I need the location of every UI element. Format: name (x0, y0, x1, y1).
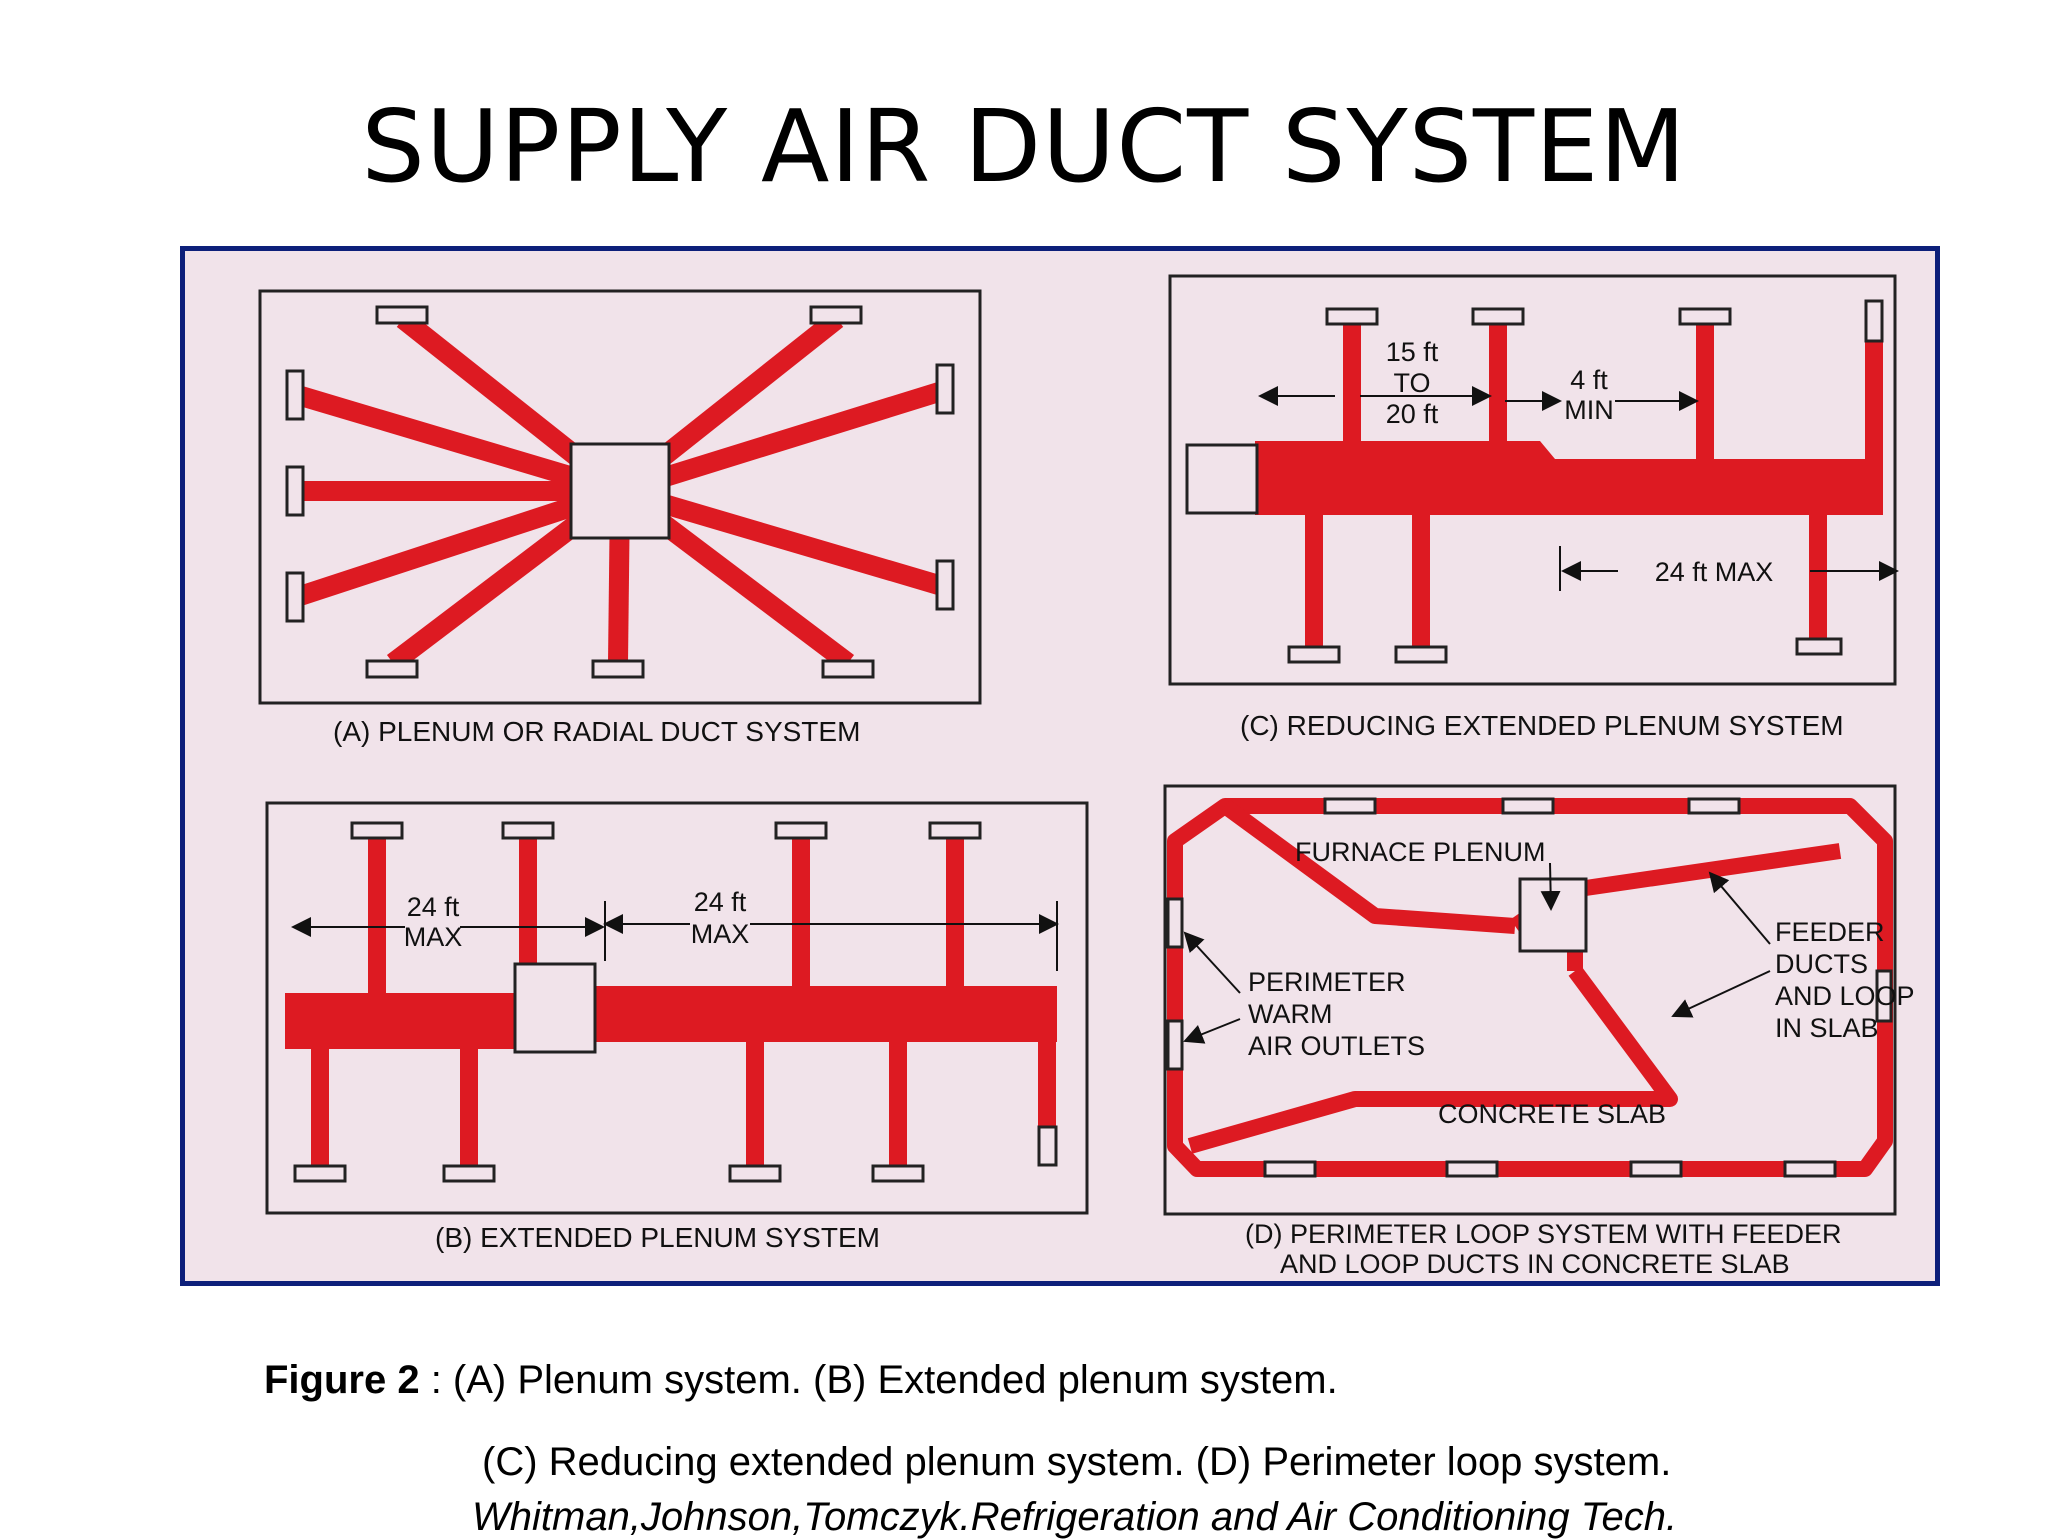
panel-c-dimensions (1258, 386, 1899, 591)
panel-c-furnace-box (1185, 443, 1259, 515)
panel-d-feeder-line4: IN SLAB (1775, 1013, 1879, 1043)
panel-b-right-trunk (595, 986, 1057, 1042)
panel-d-label-line1: (D) PERIMETER LOOP SYSTEM WITH FEEDER (1245, 1219, 1842, 1249)
panel-b-branches (311, 836, 1056, 1169)
panel-d-feeder-line2: DUCTS (1775, 949, 1868, 979)
panel-d-perimeter-line3: AIR OUTLETS (1248, 1031, 1425, 1061)
panel-c-trunk (1255, 441, 1883, 515)
panel-c-branches (1305, 317, 1883, 649)
page-title: SUPPLY AIR DUCT SYSTEM (361, 88, 1687, 205)
panel-b-left-trunk (285, 993, 515, 1049)
panel-d-feeder-line3: AND LOOP (1775, 981, 1915, 1011)
panel-d-furnace-box (1518, 877, 1588, 953)
panel-d-perimeter-loop: FURNACE PLENUM PERIMETER WARM AIR OUTLET… (1163, 784, 1915, 1279)
panel-a-border (258, 289, 982, 705)
panel-c-spacing-line2: TO (1393, 368, 1430, 398)
panel-c-max-label: 24 ft MAX (1655, 557, 1774, 587)
panel-c-outlets (1287, 299, 1884, 664)
panel-b-border (265, 801, 1089, 1215)
panel-b-extended-plenum: 24 ft MAX 24 ft MAX (B) EXTENDED PLENUM … (265, 801, 1089, 1253)
panel-b-dim-left-line2: MAX (404, 922, 463, 952)
panel-d-perimeter-line2: WARM (1248, 999, 1332, 1029)
panel-c-min-line1: 4 ft (1570, 365, 1608, 395)
figure-frame: (A) PLENUM OR RADIAL DUCT SYSTEM (180, 246, 1940, 1286)
panel-d-leaders (1183, 862, 1771, 1044)
panel-b-plenum-box (513, 962, 597, 1054)
panel-b-outlets (293, 821, 1058, 1183)
panel-b-dim-right-line1: 24 ft (694, 887, 747, 917)
panel-d-perimeter-line1: PERIMETER (1248, 967, 1406, 997)
caption-line-2: (C) Reducing extended plenum system. (D)… (482, 1440, 1672, 1484)
caption-line-1: Figure 2 : (A) Plenum system. (B) Extend… (264, 1358, 1338, 1403)
panel-a-plenum-box (569, 442, 671, 540)
panel-a-outlets (285, 305, 955, 679)
caption-credit: Whitman,Johnson,Tomczyk.Refrigeration an… (472, 1495, 1678, 1539)
panel-d-slab-label: CONCRETE SLAB (1438, 1099, 1666, 1129)
panel-d-feeder-line1: FEEDER (1775, 917, 1885, 947)
panel-b-dimensions (291, 901, 1059, 971)
panel-c-spacing-line1: 15 ft (1386, 337, 1439, 367)
panel-c-border (1168, 274, 1897, 686)
figure-label: Figure 2 (264, 1358, 420, 1402)
panel-c-spacing-line3: 20 ft (1386, 399, 1439, 429)
panel-c-reducing-plenum: 15 ft TO 20 ft 4 ft MIN 24 ft MAX (C) RE… (1168, 274, 1899, 741)
panel-c-label: (C) REDUCING EXTENDED PLENUM SYSTEM (1240, 710, 1844, 741)
panel-b-label: (B) EXTENDED PLENUM SYSTEM (435, 1222, 880, 1253)
panel-d-border (1163, 784, 1897, 1216)
caption-text-1: : (A) Plenum system. (B) Extended plenum… (419, 1358, 1338, 1402)
panel-a-label: (A) PLENUM OR RADIAL DUCT SYSTEM (333, 716, 860, 747)
duct-diagram: (A) PLENUM OR RADIAL DUCT SYSTEM (258, 274, 1915, 1279)
panel-b-dim-left-line1: 24 ft (407, 892, 460, 922)
panel-d-label-line2: AND LOOP DUCTS IN CONCRETE SLAB (1280, 1249, 1790, 1279)
panel-c-min-line2: MIN (1564, 395, 1614, 425)
panel-d-furnace-label: FURNACE PLENUM (1295, 837, 1546, 867)
panel-d-outlets (1166, 797, 1893, 1178)
panel-a-plenum-system: (A) PLENUM OR RADIAL DUCT SYSTEM (258, 289, 982, 747)
panel-b-dim-right-line2: MAX (691, 919, 750, 949)
